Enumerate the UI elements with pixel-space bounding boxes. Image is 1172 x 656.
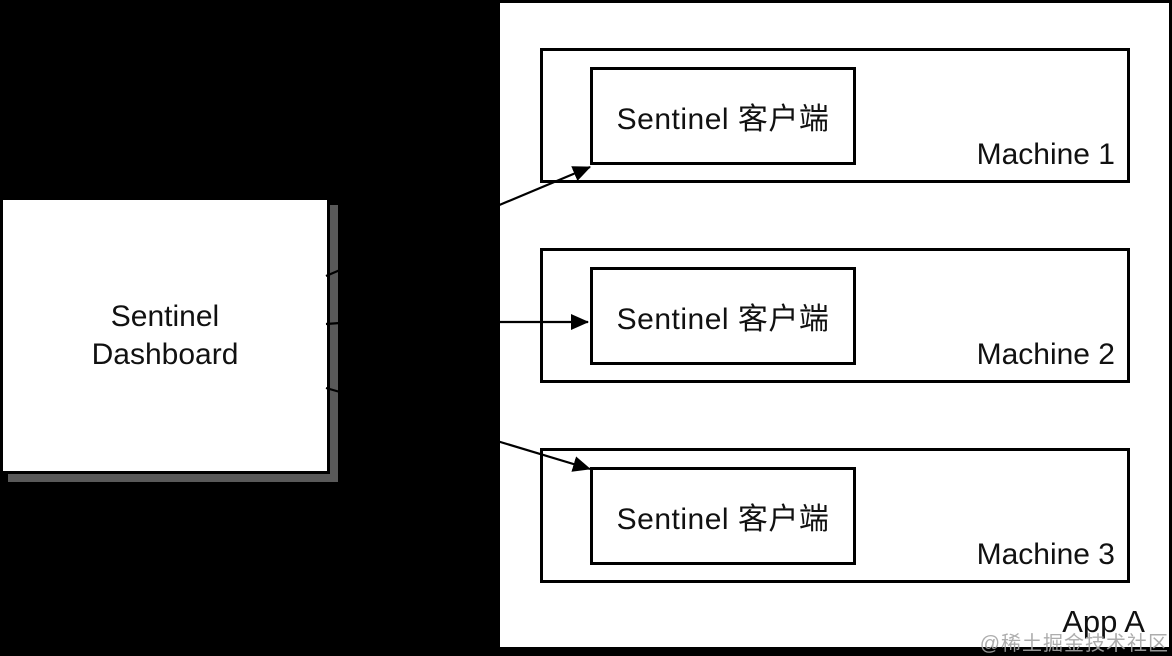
machine-3-box: Sentinel 客户端 Machine 3	[540, 448, 1130, 583]
sentinel-client-label-1: Sentinel 客户端	[616, 103, 830, 136]
machine-1-box: Sentinel 客户端 Machine 1	[540, 48, 1130, 183]
sentinel-client-box-3: Sentinel 客户端	[590, 467, 856, 565]
dashboard-label-line1: Sentinel	[110, 299, 220, 333]
dashboard-label-line2: Dashboard	[91, 337, 239, 371]
machine-1-label: Machine 1	[976, 138, 1115, 171]
sentinel-dashboard-box: Sentinel Dashboard	[0, 197, 330, 474]
machine-3-label: Machine 3	[976, 538, 1115, 571]
sentinel-client-label-3: Sentinel 客户端	[616, 503, 830, 536]
watermark-text: @稀土掘金技术社区	[979, 633, 1169, 655]
sentinel-client-box-1: Sentinel 客户端	[590, 67, 856, 165]
sentinel-client-label-2: Sentinel 客户端	[616, 303, 830, 336]
machine-2-label: Machine 2	[976, 338, 1115, 371]
app-a-label: App A	[1062, 604, 1145, 639]
machine-2-box: Sentinel 客户端 Machine 2	[540, 248, 1130, 383]
sentinel-client-box-2: Sentinel 客户端	[590, 267, 856, 365]
